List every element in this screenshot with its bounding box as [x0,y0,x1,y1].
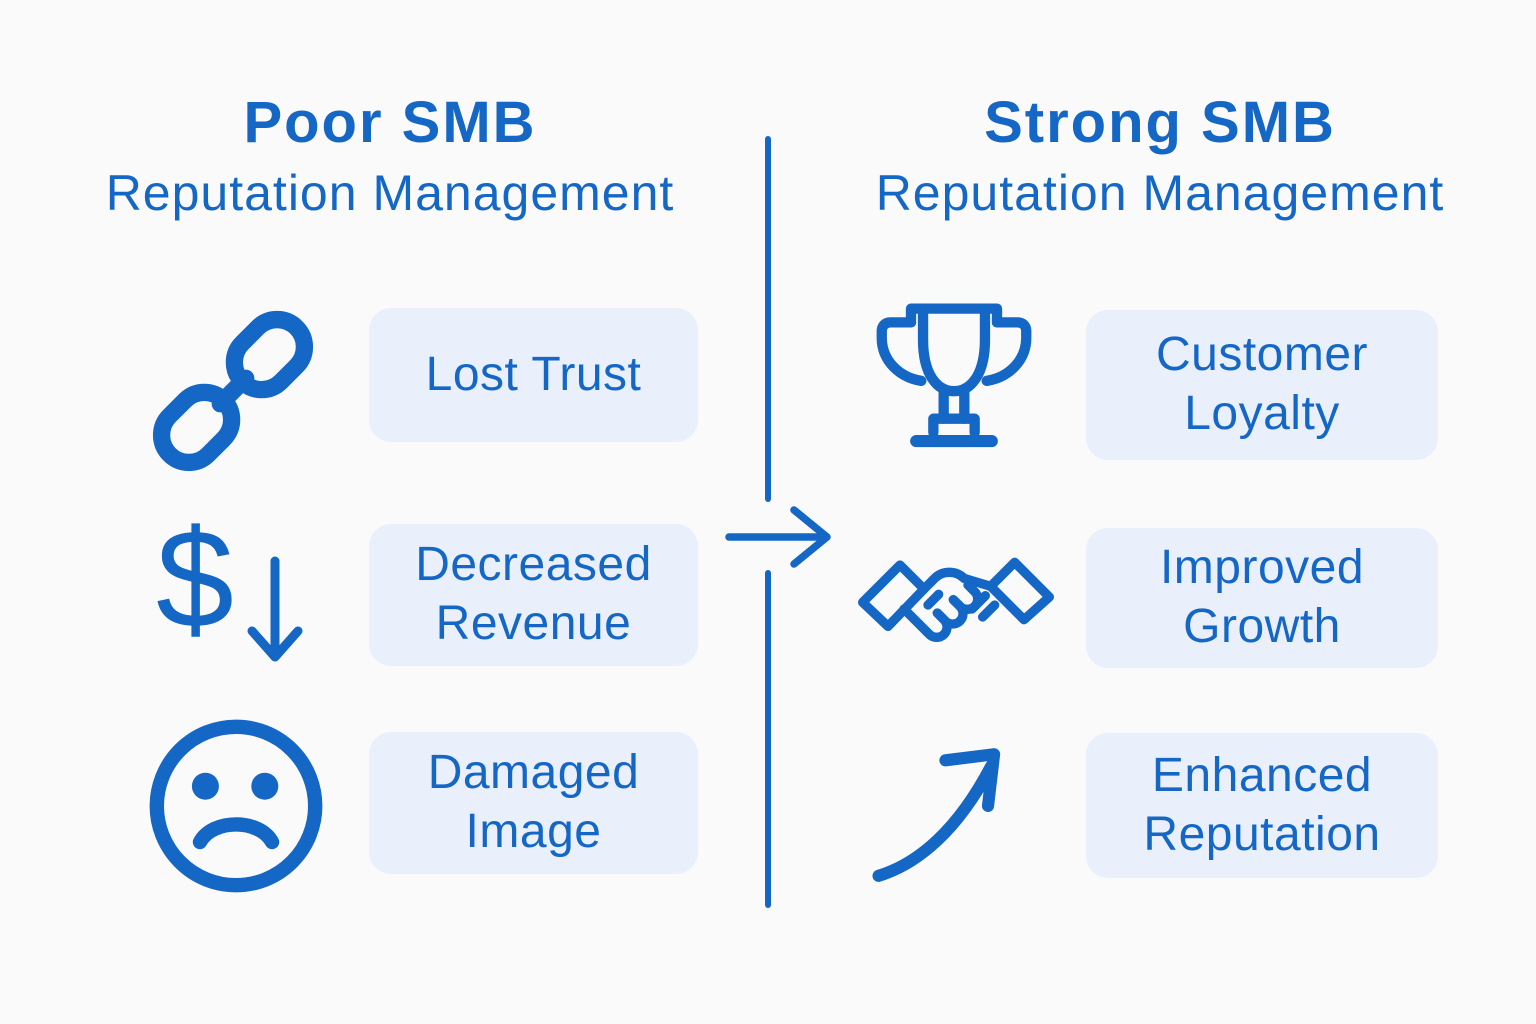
handshake-icon [856,534,1056,664]
card-label: Improved Growth [1159,541,1365,653]
card-label: Enhanced Reputation [1143,748,1381,861]
dollar-decline-icon: $ [156,502,316,668]
right-arrow-icon [724,502,850,572]
card-label: Lost Trust [425,347,642,401]
decreased-revenue-card: Decreased Revenue [369,524,698,666]
trophy-icon [868,288,1040,460]
left-title-sub: Reputation Management [105,165,675,221]
divider-line-bottom [765,570,771,908]
growth-arrow-icon [866,736,1034,888]
right-title-sub: Reputation Management [875,165,1445,221]
sad-face-icon [146,716,326,896]
customer-loyalty-card: Customer Loyalty [1086,310,1438,460]
dollar-sign-glyph: $ [156,500,234,657]
right-title-bold: Strong SMB [984,90,1336,155]
left-title-bold: Poor SMB [243,90,537,155]
down-arrow-icon [247,556,303,662]
card-label: Customer Loyalty [1155,328,1369,440]
divider-line-top [765,136,771,502]
enhanced-reputation-card: Enhanced Reputation [1086,733,1438,878]
right-column-title: Strong SMB Reputation Management [810,90,1510,221]
left-column-title: Poor SMB Reputation Management [40,90,740,221]
broken-chain-icon [142,300,324,482]
card-label: Decreased Revenue [415,538,652,650]
damaged-image-card: Damaged Image [369,732,698,874]
card-label: Damaged Image [427,746,640,858]
improved-growth-card: Improved Growth [1086,528,1438,668]
lost-trust-card: Lost Trust [369,308,698,442]
